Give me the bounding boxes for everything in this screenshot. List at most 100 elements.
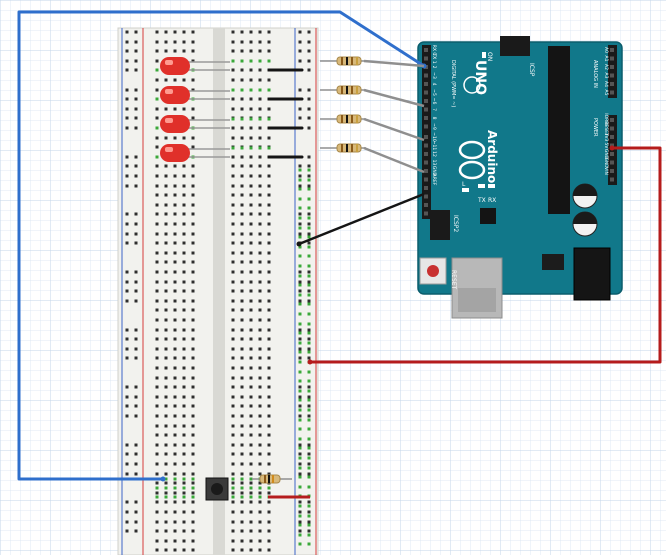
led-4[interactable] [160, 144, 230, 162]
rail-hole [125, 280, 129, 284]
pin-label: GND [431, 166, 437, 177]
header-pin[interactable] [424, 152, 428, 156]
breadboard-hole [267, 280, 271, 284]
header-pin[interactable] [424, 82, 428, 86]
wire-led-3-signal[interactable] [363, 117, 425, 142]
header-pin[interactable] [610, 118, 614, 122]
header-pin[interactable] [424, 143, 428, 148]
rail-hole [307, 155, 311, 159]
active-hole [240, 495, 244, 499]
header-pin[interactable] [424, 90, 428, 95]
header-pin[interactable] [610, 135, 614, 139]
active-rail-hole [307, 331, 311, 335]
header-pin[interactable] [424, 135, 428, 139]
breadboard-hole [258, 212, 262, 216]
led-highlight [165, 118, 173, 123]
wire-led-1-signal[interactable] [363, 59, 425, 68]
breadboard-hole [191, 30, 195, 34]
rail-hole [307, 97, 311, 101]
header-pin[interactable] [424, 194, 428, 199]
active-hole [155, 68, 159, 72]
header-pin[interactable] [424, 169, 428, 173]
breadboard-hole [231, 155, 235, 159]
breadboard-hole [173, 40, 177, 44]
pushbutton[interactable] [205, 477, 229, 501]
breadboard-hole [155, 337, 159, 341]
wire-led-4-signal[interactable] [363, 146, 425, 174]
header-pin[interactable] [610, 73, 614, 78]
reset-button[interactable] [427, 265, 439, 277]
breadboard-hole [164, 472, 168, 476]
header-pin[interactable] [610, 56, 614, 61]
led-3[interactable] [160, 115, 230, 133]
rail-hole [134, 328, 138, 332]
header-pin[interactable] [610, 90, 614, 95]
header-pin[interactable] [610, 160, 614, 165]
leds-group[interactable] [160, 57, 230, 162]
breadboard-hole [240, 68, 244, 72]
breadboard-hole [258, 136, 262, 140]
dc-power-jack[interactable] [573, 247, 611, 301]
header-body [422, 45, 431, 132]
header-pin[interactable] [424, 211, 428, 216]
breadboard-hole [231, 222, 235, 226]
breadboard-hole [267, 347, 271, 351]
breadboard-hole [164, 548, 168, 552]
breadboard-hole [155, 164, 159, 168]
header-pin[interactable] [424, 203, 428, 207]
header-pin[interactable] [424, 160, 428, 165]
breadboard-hole [267, 510, 271, 514]
pushbutton-cap[interactable] [211, 483, 223, 495]
wire-red-5v[interactable] [310, 146, 662, 364]
breadboard-hole [249, 452, 253, 456]
wire-blue-switch-to-pin2[interactable] [17, 10, 425, 481]
header-pin[interactable] [424, 124, 428, 129]
pin-label: 2 [431, 66, 437, 69]
header-pin[interactable] [424, 56, 428, 61]
header-pin[interactable] [424, 107, 428, 112]
wire-black-gnd[interactable] [298, 192, 425, 246]
pin-label: GND [603, 149, 609, 160]
header-pin[interactable] [610, 152, 614, 156]
breadboard-hole [182, 107, 186, 111]
led-2[interactable] [160, 86, 230, 104]
analog-label: ANALOG IN [592, 60, 598, 88]
pin-label: A5 [603, 90, 609, 96]
header-pin[interactable] [424, 186, 428, 190]
arduino-board[interactable]: RESET ICSP ICSP2 Arduino UNO DIG [417, 36, 623, 319]
breadboard-hole [240, 337, 244, 341]
header-pin[interactable] [610, 169, 614, 173]
breadboard-hole [164, 376, 168, 380]
breadboard-hole [164, 424, 168, 428]
header-pin[interactable] [610, 48, 614, 52]
header-pin[interactable] [610, 126, 614, 131]
breadboard-hole [249, 232, 253, 236]
breadboard-hole [231, 97, 235, 101]
wire-led-2-signal[interactable] [363, 88, 425, 108]
rail-hole [298, 164, 302, 168]
header-pin[interactable] [424, 48, 428, 52]
header-pin[interactable] [610, 82, 614, 86]
rail-hole [298, 347, 302, 351]
breadboard-hole [249, 78, 253, 82]
breadboard-hole [258, 328, 262, 332]
header-pin[interactable] [424, 116, 428, 120]
header-pin[interactable] [610, 65, 614, 69]
resistor-band [356, 86, 358, 94]
header-pin[interactable] [424, 73, 428, 78]
header-pin[interactable] [424, 177, 428, 182]
active-rail-hole [307, 178, 311, 182]
header-pin[interactable] [610, 177, 614, 182]
active-rail-hole [307, 197, 311, 201]
led-1[interactable] [160, 57, 230, 75]
header-pin[interactable] [424, 99, 428, 103]
breadboard-hole [164, 404, 168, 408]
rail-hole [125, 174, 129, 178]
breadboard-hole [249, 404, 253, 408]
breadboard-hole [182, 251, 186, 255]
breadboard-hole [182, 510, 186, 514]
breadboard-hole [191, 174, 195, 178]
breadboard[interactable] [117, 27, 319, 556]
